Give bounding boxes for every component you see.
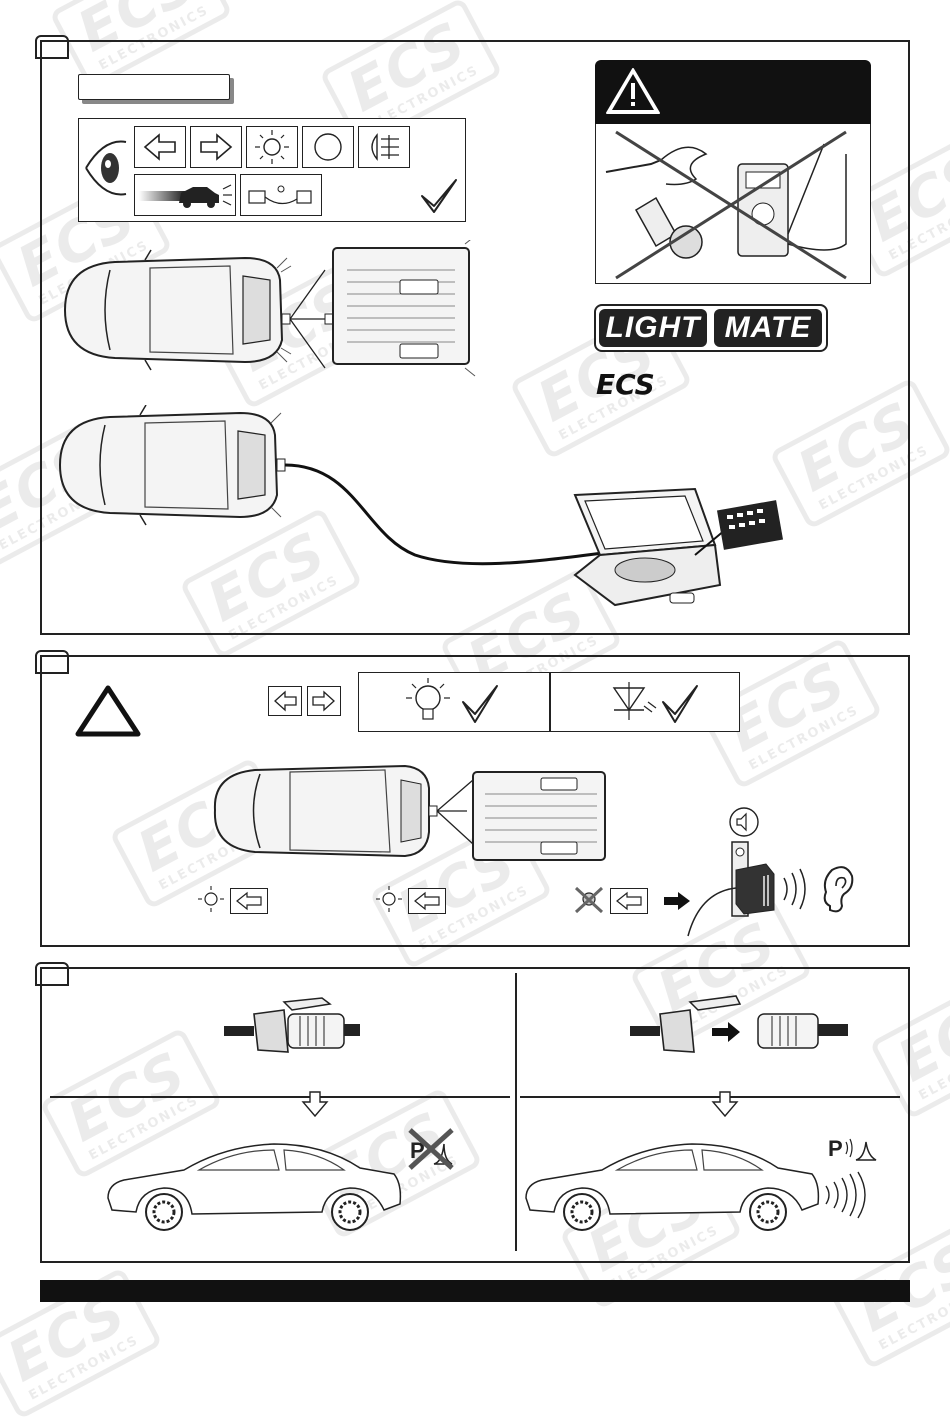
sound-waves [783, 868, 806, 910]
sedan-side-view [107, 1143, 402, 1231]
label-box [78, 74, 230, 100]
hline [50, 1096, 510, 1098]
arrow-left-icon [610, 888, 648, 914]
reverse-car-icon [134, 174, 236, 216]
bulb-icon [406, 678, 450, 720]
footer-bar [40, 1280, 910, 1302]
panel-trailer-detection [40, 655, 910, 947]
arrow-down-icon [301, 1091, 329, 1118]
lightmate-logo: LIGHT MATE [594, 304, 828, 352]
light-off-icon [574, 886, 604, 914]
svg-text:P: P [828, 1136, 843, 1161]
divider [515, 973, 517, 1251]
warning-triangle-outline-icon [75, 685, 141, 737]
fog-light-icon [358, 126, 410, 168]
watermark-sub: ELECTRONICS [916, 1032, 950, 1104]
car-trailer-blink-diagram [213, 764, 606, 861]
panel-parking-sensors [40, 967, 910, 1263]
trailer-socket-unplugged [630, 995, 848, 1053]
parking-sensor-off-icon: P [408, 1128, 454, 1170]
car-with-tester-diagram [58, 405, 784, 607]
ecs-logo: ECS [596, 368, 655, 401]
arrow-left-icon [134, 126, 186, 168]
car-with-trailer-diagram [63, 240, 476, 377]
brake-light-icon [246, 126, 298, 168]
arrow-down-icon [711, 1091, 739, 1118]
trailer-socket-plugged [224, 997, 360, 1053]
lightmate-logo-left: LIGHT [599, 309, 707, 347]
brake-light-icon [198, 886, 224, 912]
lightmate-logo-right: MATE [714, 309, 822, 347]
eye-icon [85, 140, 127, 196]
ear-icon [823, 866, 854, 913]
buzzer-device [687, 841, 775, 937]
do-not-use-tools-box [595, 124, 871, 284]
arrow-left-icon [230, 888, 268, 914]
checkmark-icon [662, 685, 698, 723]
arrow-left-icon [408, 888, 446, 914]
hline [520, 1096, 900, 1098]
sedan-side-view [525, 1143, 820, 1231]
arrow-right-solid-icon [664, 892, 690, 910]
panel-light-test [40, 40, 910, 635]
connector-tester-icon [240, 174, 322, 216]
divider [549, 672, 551, 732]
arrow-left-icon [268, 686, 302, 716]
warning-triangle-icon [606, 68, 660, 114]
brake-light-icon [376, 886, 402, 912]
checkmark-icon [421, 179, 457, 213]
tail-light-icon [302, 126, 354, 168]
arrow-right-icon [190, 126, 242, 168]
checkmark-icon [462, 685, 498, 723]
sound-waves [825, 1171, 866, 1219]
arrow-right-icon [307, 686, 341, 716]
parking-sensor-icon: P [828, 1136, 877, 1161]
led-icon [612, 682, 657, 720]
speaker-icon [729, 807, 759, 837]
